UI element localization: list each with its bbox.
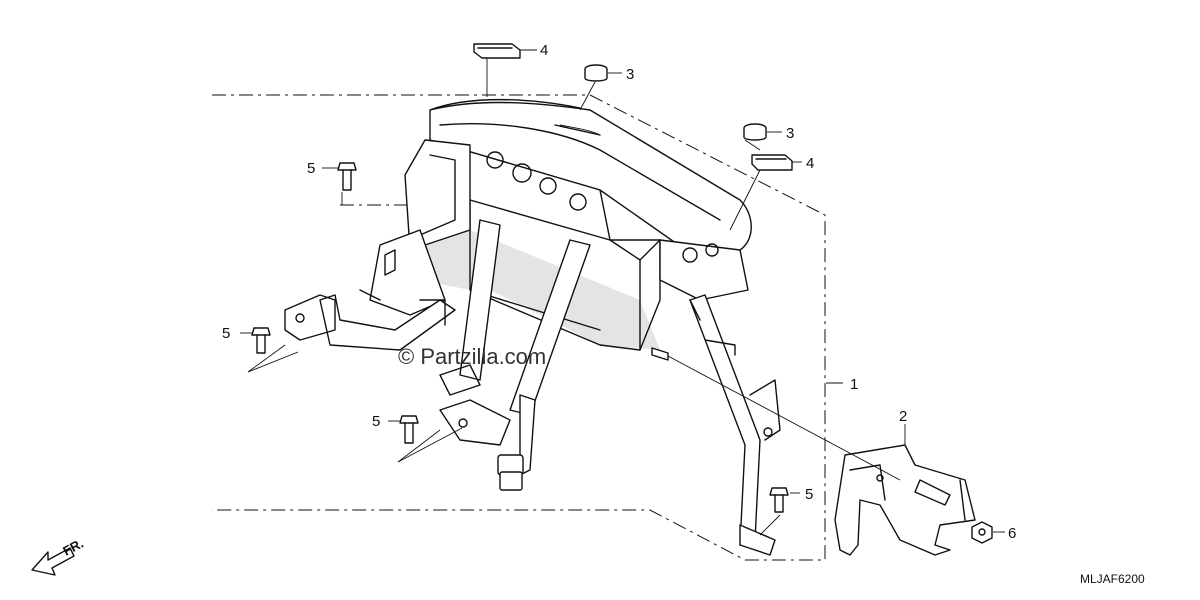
callout-4-right: 4 [806,155,814,172]
bolt-5-right [769,487,789,513]
meter-housing [404,98,752,351]
rubber-4-top [473,43,521,59]
watermark: © Partzilla.com [398,344,546,369]
callout-1: 1 [850,376,858,393]
callout-5-left: 5 [222,325,230,342]
callout-3-right: 3 [786,125,794,142]
front-arrow-icon: FR. [31,536,86,576]
callout-3-top: 3 [626,66,634,83]
grommet-3-right [743,123,767,141]
bolt-5-upper [337,162,357,191]
side-bracket [834,444,976,556]
meter-stay [284,219,781,556]
callouts: 4 3 3 4 5 5 5 5 1 2 6 [222,42,1016,542]
callout-5-center: 5 [372,413,380,430]
nut-6 [971,521,993,544]
callout-5-right: 5 [805,486,813,503]
callout-2: 2 [899,408,907,425]
bolt-5-left [251,327,271,354]
bolt-5-center [399,415,419,444]
grommet-3-top [584,64,608,82]
rubber-4-right [751,154,793,171]
callout-4-top: 4 [540,42,548,59]
leader-lines [240,49,1005,536]
callout-5-upper: 5 [307,160,315,177]
callout-6: 6 [1008,525,1016,542]
diagram-code: MLJAF6200 [1080,572,1145,586]
